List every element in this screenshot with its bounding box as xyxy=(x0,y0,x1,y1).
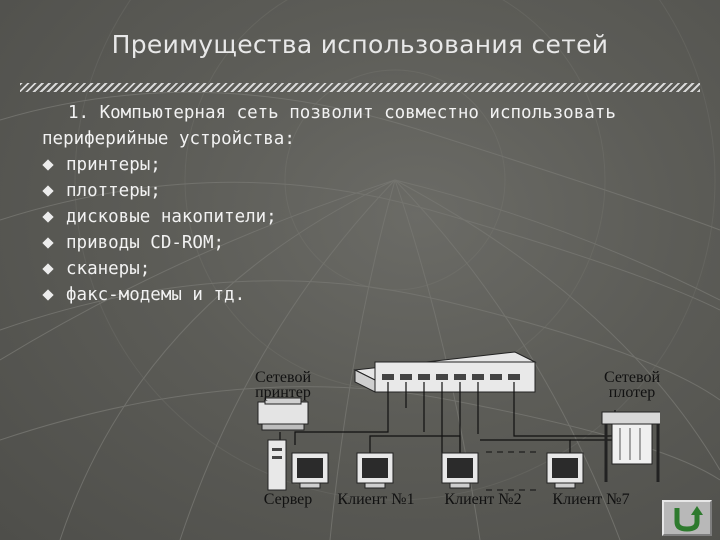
list-item: плоттеры; xyxy=(42,178,642,204)
server-computer-icon xyxy=(267,439,329,491)
slide-body: 1. Компьютерная сеть позволит совместно … xyxy=(42,100,642,308)
diamond-bullet-icon xyxy=(42,185,54,197)
network-plotter-icon xyxy=(601,411,660,482)
list-item: принтеры; xyxy=(42,152,642,178)
peripheral-list: принтеры; плоттеры; дисковые накопители;… xyxy=(42,152,642,308)
client-computer-icon xyxy=(441,452,479,489)
list-item: приводы CD-ROM; xyxy=(42,230,642,256)
return-arrow-icon xyxy=(674,506,703,532)
network-diagram-drawing xyxy=(257,351,660,491)
network-printer-icon xyxy=(257,397,309,431)
diamond-bullet-icon xyxy=(42,289,54,301)
list-item: сканеры; xyxy=(42,256,642,282)
slide-title: Преимущества использования сетей xyxy=(111,30,609,59)
plotter-label-line: Сетевой xyxy=(603,369,661,386)
list-item-text: принтеры; xyxy=(66,155,161,175)
printer-label-line: принтер xyxy=(255,384,311,401)
intro-text: 1. Компьютерная сеть позволит совместно … xyxy=(42,103,616,149)
printer-label: Сетевой принтер xyxy=(248,369,318,401)
diamond-bullet-icon xyxy=(42,159,54,171)
client2-label: Клиент №2 xyxy=(444,491,522,508)
client1-label: Клиент №1 xyxy=(337,491,415,508)
list-item-text: приводы CD-ROM; xyxy=(66,233,225,253)
list-item: дисковые накопители; xyxy=(42,204,642,230)
plotter-label-line: плотер xyxy=(608,384,656,401)
list-item-text: факс-модемы и тд. xyxy=(66,285,246,305)
list-item-text: сканеры; xyxy=(66,259,151,279)
diamond-bullet-icon xyxy=(42,263,54,275)
list-item-text: плоттеры; xyxy=(66,181,161,201)
printer-label-line: Сетевой xyxy=(254,369,312,386)
client-computer-icon xyxy=(546,452,584,489)
network-hub-icon xyxy=(353,351,537,393)
diamond-bullet-icon xyxy=(42,211,54,223)
list-item-text: дисковые накопители; xyxy=(66,207,277,227)
client7-label: Клиент №7 xyxy=(552,491,630,508)
return-button[interactable] xyxy=(662,500,712,536)
network-cables xyxy=(279,382,616,460)
list-item: факс-модемы и тд. xyxy=(42,282,642,308)
diamond-bullet-icon xyxy=(42,237,54,249)
plotter-label: Сетевой плотер xyxy=(596,369,668,401)
title-divider xyxy=(20,83,700,92)
server-label: Сервер xyxy=(263,491,313,508)
network-diagram: Сетевой принтер Сетевой плотер Сервер Кл… xyxy=(240,340,660,520)
client-computer-icon xyxy=(356,452,394,489)
